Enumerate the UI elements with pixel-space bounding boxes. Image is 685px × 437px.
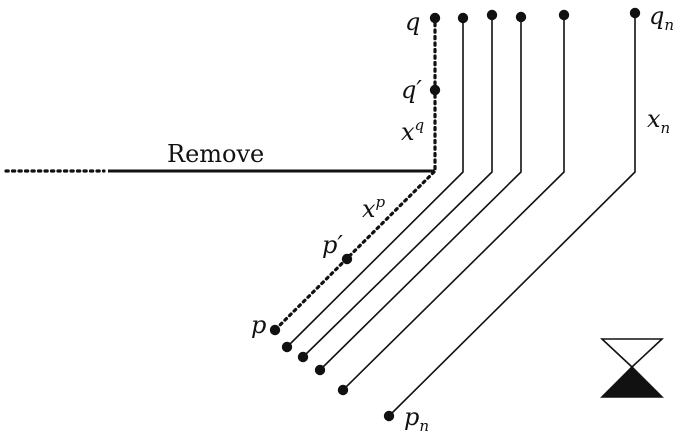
vertex-top-4 — [558, 9, 570, 21]
label-xp: xp — [362, 193, 386, 223]
vertex-q — [429, 12, 441, 24]
label-qn: qn — [649, 2, 674, 34]
vertex-qn — [629, 7, 641, 19]
label-pn: pn — [404, 403, 429, 435]
vertex-pn — [383, 410, 395, 422]
label-remove: Remove — [167, 140, 264, 168]
vertex-bottom-4 — [337, 384, 349, 396]
vertex-top-2 — [486, 9, 498, 21]
hourglass-icon — [599, 338, 665, 398]
path-xp-dotted — [273, 170, 436, 332]
label-p-prime: p′ — [322, 231, 343, 259]
parallel-path-4 — [342, 15, 565, 391]
vertex-p-prime — [341, 253, 353, 265]
vertex-bottom-1 — [281, 341, 293, 353]
vertex-top-3 — [515, 11, 527, 23]
vertex-q-prime — [429, 84, 441, 96]
parallel-path-1 — [286, 17, 464, 348]
label-p: p — [251, 311, 266, 339]
vertex-bottom-2 — [297, 351, 309, 363]
path-xn — [388, 13, 636, 417]
parallel-path-2 — [302, 15, 493, 358]
label-xn: xn — [647, 105, 670, 137]
label-q-prime: q′ — [401, 76, 422, 104]
label-xq: xq — [401, 116, 424, 146]
vertex-top-1 — [457, 12, 469, 24]
parallel-path-3 — [319, 17, 522, 371]
vertex-p — [269, 324, 281, 336]
label-q: q — [405, 8, 420, 36]
vertex-bottom-3 — [314, 364, 326, 376]
